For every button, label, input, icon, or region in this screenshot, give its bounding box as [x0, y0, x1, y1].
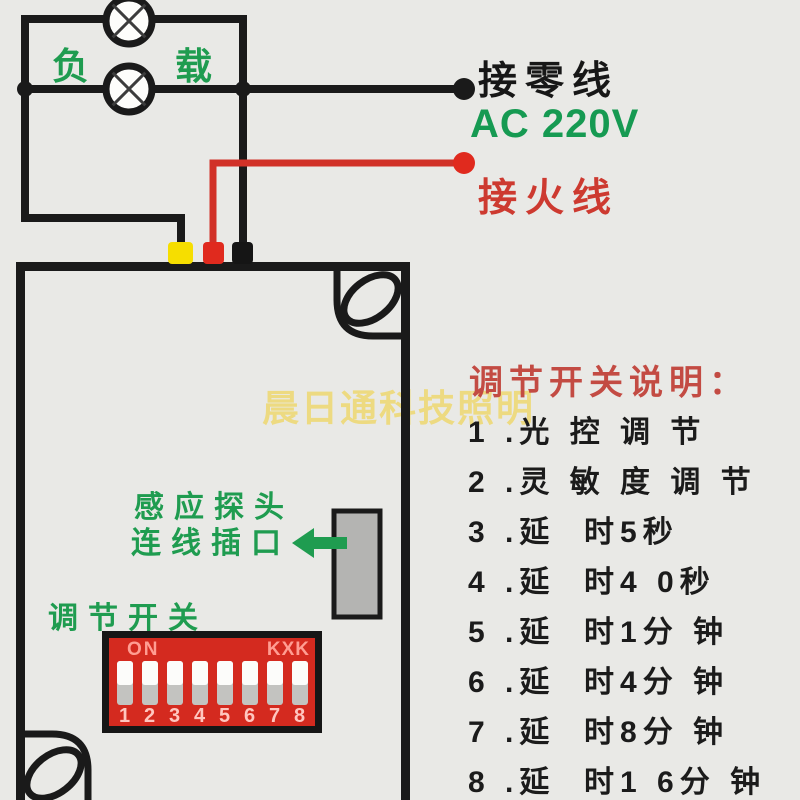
- instruction-item: 1 .光 控 调 节: [468, 416, 707, 449]
- dip-switch-label: 调节开关: [48, 602, 208, 635]
- dip-slot-7: [266, 661, 283, 705]
- screw-hole-icon: [23, 746, 85, 800]
- neutral-wire-label: 接零线: [478, 60, 620, 103]
- dip-slot-4: [191, 661, 208, 705]
- instructions-title: 调节开关说明：: [469, 364, 749, 402]
- instruction-item: 2 .灵 敏 度 调 节: [468, 466, 757, 499]
- dip-knob: [216, 661, 233, 685]
- instruction-item: 3 .延 时5秒: [468, 516, 679, 549]
- live-wire-label: 接火线: [478, 177, 620, 220]
- dip-knob: [241, 661, 258, 685]
- arrow-left-icon: [292, 528, 347, 558]
- dip-slot-1: [116, 661, 133, 705]
- device-enclosure: [16, 262, 410, 800]
- junction-dot: [17, 81, 33, 97]
- dip-knob: [191, 661, 208, 685]
- dip-on-label: ON: [127, 639, 160, 660]
- neutral-terminal-dot: [453, 78, 475, 100]
- dip-slots: [112, 661, 312, 705]
- watermark-text: 晨日通科技照明: [262, 388, 535, 429]
- dip-number: 8: [293, 705, 306, 727]
- sensor-probe-label-line2: 连线插口: [131, 527, 291, 560]
- live-terminal-dot: [453, 152, 475, 174]
- dip-knob: [266, 661, 283, 685]
- dip-number: 1: [118, 705, 131, 727]
- lamp-icon: [102, 62, 156, 116]
- sensor-connector-port: [331, 508, 383, 620]
- dip-number: 2: [143, 705, 156, 727]
- dip-slot-6: [241, 661, 258, 705]
- dip-number: 5: [218, 705, 231, 727]
- dip-knob: [166, 661, 183, 685]
- dip-slot-2: [141, 661, 158, 705]
- wire-live: [209, 159, 464, 246]
- dip-number: 7: [268, 705, 281, 727]
- lamp-icon: [102, 0, 156, 48]
- terminal-yellow: [168, 242, 193, 264]
- instruction-item: 7 .延 时8分 钟: [468, 716, 730, 749]
- dip-brand-label: KXK: [266, 639, 310, 660]
- dip-knob: [291, 661, 308, 685]
- instruction-item: 6 .延 时4分 钟: [468, 666, 730, 699]
- load-label: 负载: [52, 46, 298, 87]
- wire-left-branch: [21, 15, 185, 246]
- dip-number: 6: [243, 705, 256, 727]
- dip-knob: [141, 661, 158, 685]
- dip-slot-8: [291, 661, 308, 705]
- dip-number: 3: [168, 705, 181, 727]
- dip-slot-3: [166, 661, 183, 705]
- instruction-item: 8 .延 时1 6分 钟: [468, 766, 767, 799]
- terminal-black: [232, 242, 253, 264]
- sensor-probe-label-line1: 感应探头: [134, 491, 294, 524]
- dip-switch: ON KXK 1 2 3 4 5 6 7 8: [102, 631, 322, 733]
- instruction-item: 4 .延 时4 0秒: [468, 566, 716, 599]
- dip-slot-5: [216, 661, 233, 705]
- corner-bracket: [333, 264, 407, 340]
- instructions-list: 1 .光 控 调 节 2 .灵 敏 度 调 节 3 .延 时5秒 4 .延 时4…: [468, 408, 800, 800]
- dip-knob: [116, 661, 133, 685]
- instruction-item: 5 .延 时1分 钟: [468, 616, 730, 649]
- dip-number: 4: [193, 705, 206, 727]
- dip-numbers: 1 2 3 4 5 6 7 8: [112, 705, 312, 728]
- terminal-red: [203, 242, 224, 264]
- screw-hole-icon: [340, 271, 402, 327]
- corner-bracket: [22, 730, 92, 800]
- voltage-label: AC 220V: [470, 102, 640, 146]
